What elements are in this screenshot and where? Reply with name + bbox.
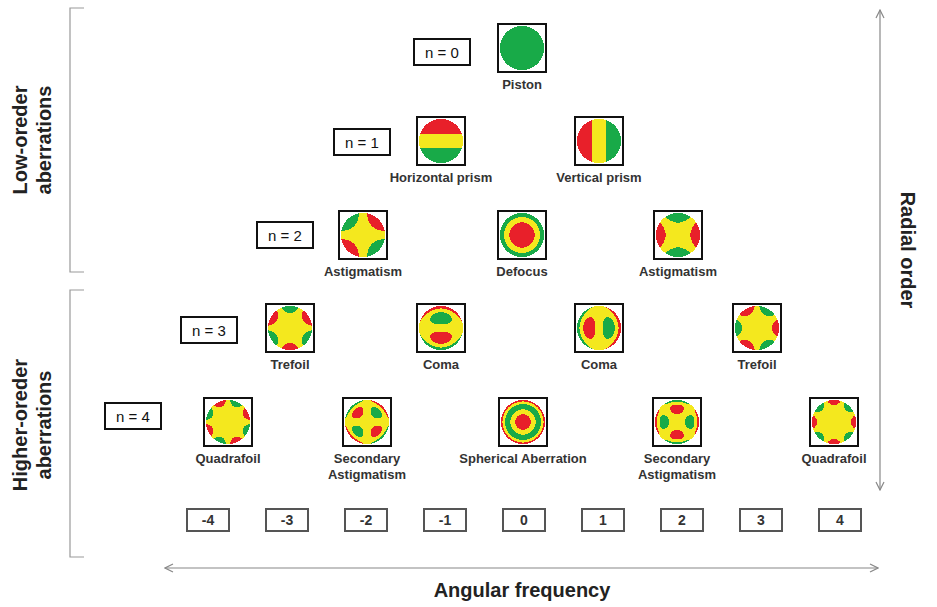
frequency-box: 3 <box>739 508 783 532</box>
aberration-map <box>345 400 389 444</box>
axis-label: Higher-oreder aberrations <box>8 345 56 505</box>
order-label: n = 3 <box>192 322 226 339</box>
aberration-map <box>419 119 463 163</box>
order-label: n = 2 <box>268 227 302 244</box>
order-box: n = 0 <box>413 38 471 66</box>
aberration-map <box>656 213 700 257</box>
low-order-bracket <box>70 8 84 272</box>
aberration-name: Spherical Aberration <box>459 451 586 467</box>
frequency-box: 4 <box>818 508 862 532</box>
aberration-frame <box>497 23 547 73</box>
angular-frequency-arrow <box>165 567 878 568</box>
aberration-name: Secondary Astigmatism <box>317 451 417 482</box>
frequency-number: 3 <box>757 512 765 528</box>
aberration-map <box>577 119 621 163</box>
aberration-map <box>419 306 463 350</box>
higher-order-bracket <box>70 290 84 557</box>
aberration-node: Coma <box>381 303 501 373</box>
aberration-frame <box>338 210 388 260</box>
aberration-map <box>577 306 621 350</box>
frequency-box: 2 <box>660 508 704 532</box>
aberration-name: Trefoil <box>270 357 309 373</box>
frequency-box: -1 <box>423 508 467 532</box>
aberration-frame <box>732 303 782 353</box>
aberration-node: Trefoil <box>230 303 350 373</box>
order-label: n = 0 <box>425 44 459 61</box>
order-box: n = 2 <box>256 221 314 249</box>
aberration-map <box>812 400 856 444</box>
frequency-number: -3 <box>281 512 293 528</box>
aberration-map <box>500 213 544 257</box>
aberration-name: Coma <box>423 357 459 373</box>
aberration-node: Coma <box>539 303 659 373</box>
order-label: n = 1 <box>345 134 379 151</box>
frequency-box: -2 <box>344 508 388 532</box>
frequency-number: 0 <box>520 512 528 528</box>
aberration-map <box>206 400 250 444</box>
aberration-map <box>268 306 312 350</box>
order-label: n = 4 <box>116 408 150 425</box>
order-box: n = 4 <box>104 402 162 430</box>
aberration-name: Defocus <box>496 264 547 280</box>
aberration-name: Secondary Astigmatism <box>627 451 727 482</box>
aberration-node: Horizontal prism <box>366 116 516 186</box>
aberration-frame <box>653 210 703 260</box>
aberration-name: Coma <box>581 357 617 373</box>
frequency-number: 1 <box>599 512 607 528</box>
aberration-node: Astigmatism <box>613 210 743 280</box>
aberration-map <box>500 26 544 70</box>
aberration-node: Quadrafoil <box>173 397 283 467</box>
frequency-box: -3 <box>265 508 309 532</box>
aberration-frame <box>652 397 702 447</box>
aberration-node: Defocus <box>457 210 587 280</box>
frequency-number: -4 <box>202 512 214 528</box>
aberration-frame <box>497 210 547 260</box>
aberration-node: Trefoil <box>697 303 817 373</box>
aberration-node: Secondary Astigmatism <box>317 397 417 482</box>
aberration-name: Piston <box>502 77 542 93</box>
aberration-frame <box>342 397 392 447</box>
aberration-name: Quadrafoil <box>195 451 260 467</box>
axis-label: Radial order <box>896 150 920 350</box>
axis-label: Angular frequency <box>372 578 672 602</box>
aberration-map <box>501 400 545 444</box>
order-box: n = 3 <box>180 316 238 344</box>
aberration-frame <box>416 116 466 166</box>
aberration-map <box>341 213 385 257</box>
aberration-frame <box>574 116 624 166</box>
aberration-name: Astigmatism <box>324 264 402 280</box>
aberration-node: Astigmatism <box>298 210 428 280</box>
aberration-frame <box>203 397 253 447</box>
aberration-name: Vertical prism <box>556 170 641 186</box>
frequency-number: 4 <box>836 512 844 528</box>
axis-label: Low-oreder aberrations <box>8 65 56 215</box>
aberration-frame <box>265 303 315 353</box>
frequency-box: 1 <box>581 508 625 532</box>
aberration-name: Quadrafoil <box>801 451 866 467</box>
aberration-node: Piston <box>462 23 582 93</box>
radial-order-arrow <box>879 10 880 490</box>
frequency-box: 0 <box>502 508 546 532</box>
aberration-node: Secondary Astigmatism <box>627 397 727 482</box>
aberration-map <box>735 306 779 350</box>
frequency-number: -2 <box>360 512 372 528</box>
frequency-box: -4 <box>186 508 230 532</box>
aberration-name: Horizontal prism <box>390 170 493 186</box>
aberration-frame <box>416 303 466 353</box>
frequency-number: 2 <box>678 512 686 528</box>
aberration-node: Spherical Aberration <box>443 397 603 467</box>
order-box: n = 1 <box>333 128 391 156</box>
aberration-name: Astigmatism <box>639 264 717 280</box>
aberration-map <box>655 400 699 444</box>
aberration-frame <box>809 397 859 447</box>
aberration-frame <box>498 397 548 447</box>
aberration-node: Vertical prism <box>524 116 674 186</box>
aberration-frame <box>574 303 624 353</box>
aberration-name: Trefoil <box>737 357 776 373</box>
aberration-node: Quadrafoil <box>779 397 889 467</box>
frequency-number: -1 <box>439 512 451 528</box>
